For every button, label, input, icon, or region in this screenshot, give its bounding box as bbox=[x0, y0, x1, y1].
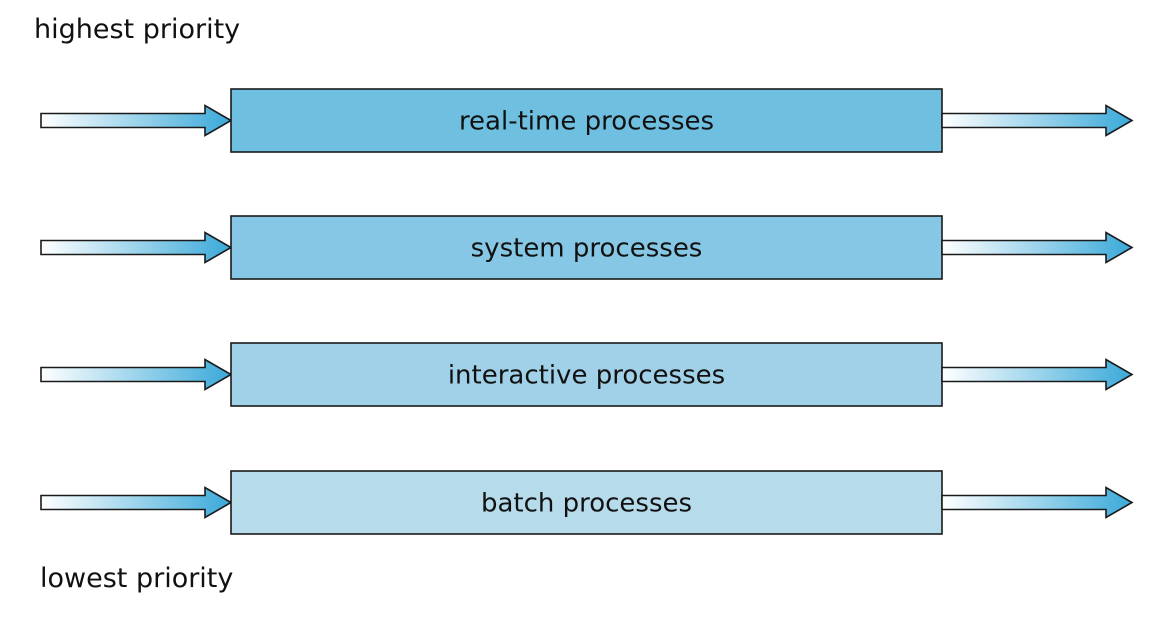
queue-label: interactive processes bbox=[448, 361, 725, 391]
queue-label: real-time processes bbox=[459, 107, 714, 137]
entry-arrow-icon bbox=[40, 358, 233, 391]
queue-label: system processes bbox=[471, 234, 703, 264]
exit-arrow-icon bbox=[941, 358, 1134, 391]
queue-row: interactive processes bbox=[40, 342, 1134, 407]
queue-box bbox=[230, 470, 943, 535]
exit-arrow-icon bbox=[941, 231, 1134, 264]
queue-row: real-time processes bbox=[40, 88, 1134, 153]
entry-arrow-icon bbox=[40, 104, 233, 137]
queue-box bbox=[230, 88, 943, 153]
entry-arrow-icon bbox=[40, 486, 233, 519]
queue-row: system processes bbox=[40, 215, 1134, 280]
exit-arrow-icon bbox=[941, 486, 1134, 519]
lowest-priority-label: lowest priority bbox=[40, 563, 234, 594]
exit-arrow-icon bbox=[941, 104, 1134, 137]
highest-priority-label: highest priority bbox=[34, 14, 241, 45]
entry-arrow-icon bbox=[40, 231, 233, 264]
queue-row: batch processes bbox=[40, 470, 1134, 535]
queue-label: batch processes bbox=[481, 489, 692, 519]
